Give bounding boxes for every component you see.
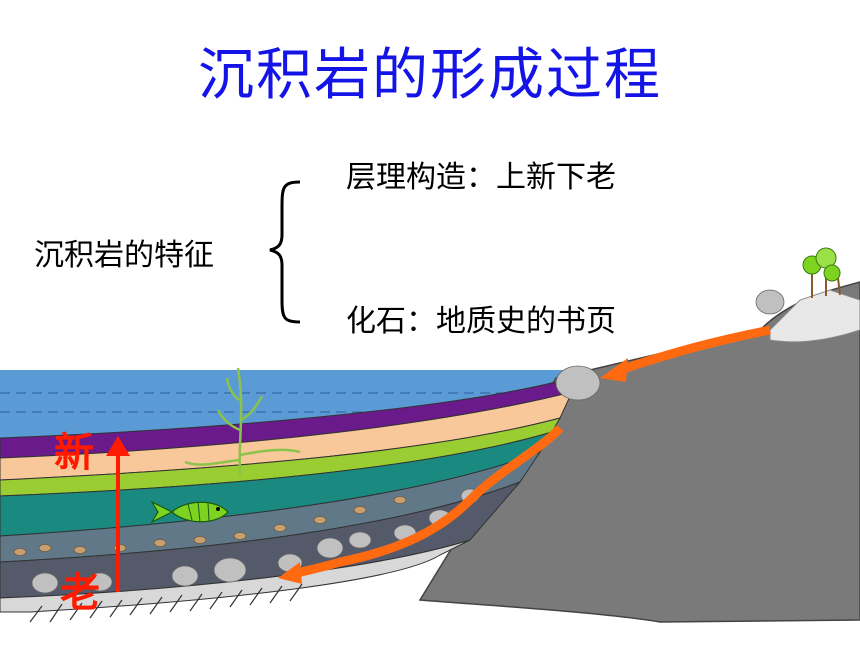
fish-icon xyxy=(150,500,229,524)
feature-stratification: 层理构造：上新下老 xyxy=(346,160,616,195)
feature-heading: 沉积岩的特征 xyxy=(34,238,214,273)
transport-arrow-bottom xyxy=(288,424,564,580)
curly-brace-icon xyxy=(269,180,301,324)
age-label-new: 新 xyxy=(54,430,94,476)
transport-arrow-top xyxy=(618,325,771,375)
seaweed-icon xyxy=(184,367,301,476)
page-title: 沉积岩的形成过程 xyxy=(198,43,662,108)
up-arrow-icon xyxy=(106,436,130,592)
age-label-old: 老 xyxy=(60,570,100,616)
rock-icon xyxy=(31,572,59,594)
feature-fossil: 化石：地质史的书页 xyxy=(346,304,616,339)
layer-bottom xyxy=(0,539,471,613)
tree-icon xyxy=(802,247,841,298)
